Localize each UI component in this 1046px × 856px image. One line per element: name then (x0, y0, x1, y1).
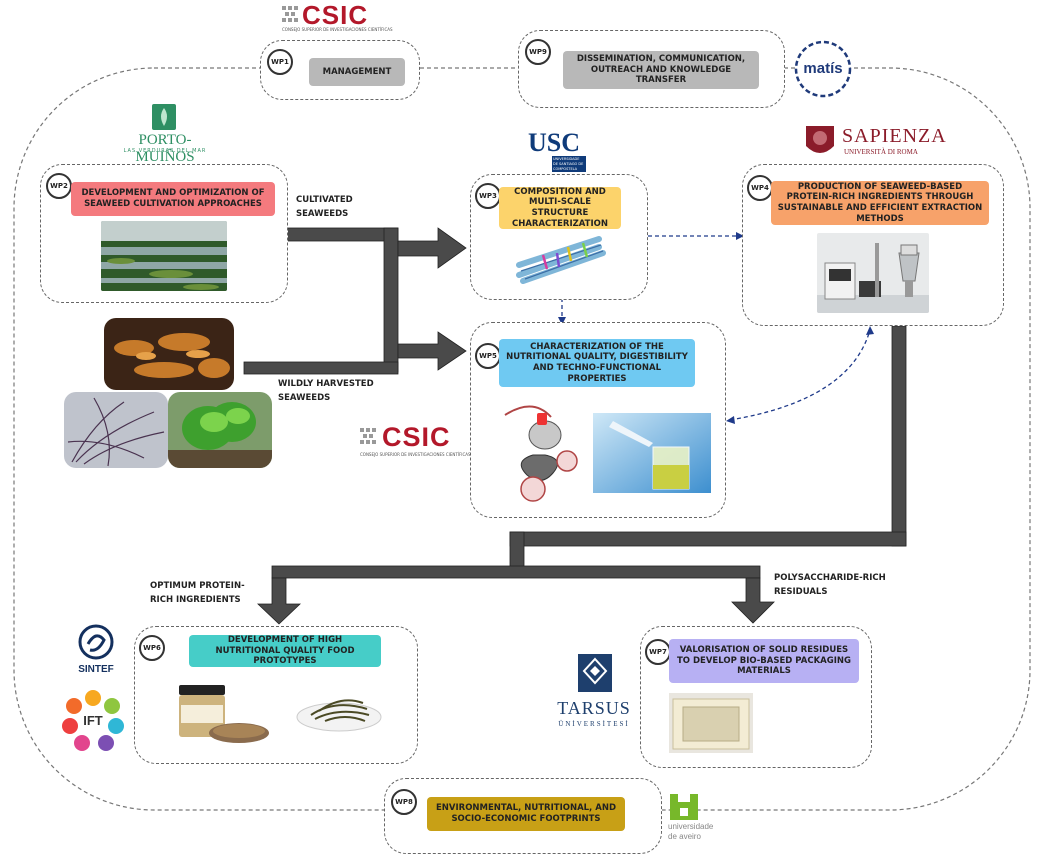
wild-seaweeds-label: WILDLY HARVESTED SEAWEEDS (278, 379, 374, 403)
wp9-title: DISSEMINATION, COMMUNICATION, OUTREACH A… (563, 51, 759, 89)
usc-subtitle: UNIVERSIDADE DE SANTIAGO DE COMPOSTELA (552, 156, 586, 172)
aveiro-emblem-icon (670, 794, 698, 820)
csic-wordmark-2: CSIC (382, 422, 451, 452)
matis-logo: matís (794, 40, 852, 98)
matis-wordmark: matís (803, 60, 843, 77)
extraction-equipment-photo (817, 233, 929, 313)
polysaccharide-label: POLYSACCHARIDE-RICH RESIDUALS (774, 573, 886, 597)
wp5-title: CHARACTERIZATION OF THE NUTRITIONAL QUAL… (499, 339, 695, 387)
aveiro-wordmark: universidade de aveiro (668, 822, 714, 841)
wp3-badge: WP3 (475, 183, 501, 209)
csic-emblem-icon-2 (360, 428, 376, 444)
wp6-box: WP6 DEVELOPMENT OF HIGH NUTRITIONAL QUAL… (134, 626, 418, 764)
wp2-badge: WP2 (46, 173, 72, 199)
wp2-title: DEVELOPMENT AND OPTIMIZATION OF SEAWEED … (71, 182, 275, 216)
pate-jar-photo (179, 685, 269, 743)
lab-flask-photo (593, 413, 711, 493)
wp9-badge: WP9 (525, 39, 551, 65)
csic-wordmark: CSIC (302, 0, 369, 30)
sapienza-logo: SAPIENZA UNIVERSITÀ DI ROMA (804, 124, 946, 162)
porto-munos-emblem-icon (152, 104, 176, 130)
sapienza-wordmark: SAPIENZA (842, 125, 947, 147)
protein-rich-label: OPTIMUM PROTEIN-RICH INGREDIENTS (150, 581, 245, 605)
ift-wordmark: IFT (83, 713, 103, 728)
digestion-model-illustration (504, 405, 578, 502)
usc-logo: USC UNIVERSIDADE DE SANTIAGO DE COMPOSTE… (528, 130, 588, 172)
csic-subtitle-2: CONSEJO SUPERIOR DE INVESTIGACIONES CIEN… (360, 452, 471, 457)
seaweed-dish-photo (296, 699, 382, 732)
aveiro-logo: universidade de aveiro (668, 794, 724, 848)
wp1-box: WP1 MANAGEMENT (260, 40, 420, 100)
wp7-title: VALORISATION OF SOLID RESIDUES TO DEVELO… (669, 639, 859, 683)
wild-seaweed-photo-2 (64, 392, 168, 468)
csic-emblem-icon (282, 6, 298, 22)
tarsus-wordmark: TARSUS (557, 698, 631, 718)
tarsus-logo: TARSUS ÜNİVERSİTESİ (552, 654, 636, 734)
sapienza-seal-icon (806, 126, 834, 153)
porto-munos-wordmark: PORTO-MUIÑOS (135, 132, 195, 165)
wp9-box: WP9 DISSEMINATION, COMMUNICATION, OUTREA… (518, 30, 785, 108)
wp3-title: COMPOSITION AND MULTI-SCALE STRUCTURE CH… (499, 187, 621, 229)
wp5-box: WP5 CHARACTERIZATION OF THE NUTRITIONAL … (470, 322, 726, 518)
sintef-emblem-icon (78, 624, 114, 660)
cultivated-seaweeds-label: CULTIVATED SEAWEEDS (296, 195, 353, 219)
wild-seaweed-photo-3 (168, 392, 272, 468)
tarsus-emblem-icon (578, 654, 612, 692)
wp1-title: MANAGEMENT (309, 58, 405, 86)
wp6-badge: WP6 (139, 635, 165, 661)
wp7-badge: WP7 (645, 639, 671, 665)
wp8-box: WP8 ENVIRONMENTAL, NUTRITIONAL, AND SOCI… (384, 778, 662, 854)
wp4-badge: WP4 (747, 175, 773, 201)
wild-seaweed-photo-1 (104, 318, 234, 390)
sintef-wordmark: SINTEF (78, 664, 114, 675)
sintef-logo: SINTEF (72, 624, 122, 680)
biopackaging-tray-photo (669, 693, 753, 753)
wp8-badge: WP8 (391, 789, 417, 815)
csic-logo-mid: CSIC CONSEJO SUPERIOR DE INVESTIGACIONES… (360, 422, 471, 458)
sapienza-subtitle: UNIVERSITÀ DI ROMA (844, 148, 918, 156)
wp5-badge: WP5 (475, 343, 501, 369)
wp4-title: PRODUCTION OF SEAWEED-BASED PROTEIN-RICH… (771, 181, 989, 225)
wp1-badge: WP1 (267, 49, 293, 75)
usc-wordmark: USC (528, 128, 581, 157)
porto-munos-subtitle: LAS VERDURAS DEL MAR (123, 148, 207, 154)
wp8-title: ENVIRONMENTAL, NUTRITIONAL, AND SOCIO-EC… (427, 797, 625, 831)
csic-subtitle: CONSEJO SUPERIOR DE INVESTIGACIONES CIEN… (282, 27, 393, 32)
porto-munos-logo: PORTO-MUIÑOS LAS VERDURAS DEL MAR (110, 104, 220, 165)
seaweed-farm-photo (101, 221, 227, 291)
ift-logo: IFT (62, 690, 124, 752)
fiber-structure-illustration (516, 236, 606, 284)
wp2-box: WP2 DEVELOPMENT AND OPTIMIZATION OF SEAW… (40, 164, 288, 303)
wp3-box: WP3 COMPOSITION AND MULTI-SCALE STRUCTUR… (470, 174, 648, 300)
tarsus-subtitle: ÜNİVERSİTESİ (558, 720, 630, 728)
wp4-box: WP4 PRODUCTION OF SEAWEED-BASED PROTEIN-… (742, 164, 1004, 326)
wp6-title: DEVELOPMENT OF HIGH NUTRITIONAL QUALITY … (189, 635, 381, 667)
csic-logo-top: CSIC CONSEJO SUPERIOR DE INVESTIGACIONES… (282, 0, 393, 32)
wp7-box: WP7 VALORISATION OF SOLID RESIDUES TO DE… (640, 626, 872, 768)
